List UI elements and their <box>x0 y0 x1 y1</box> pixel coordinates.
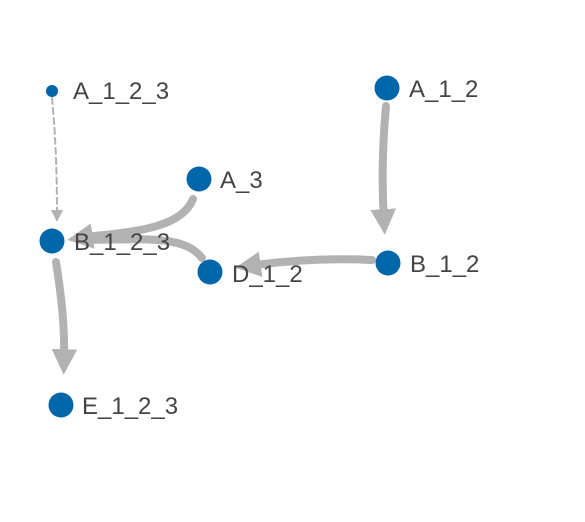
node-dot <box>374 75 400 101</box>
node-B_1_2_3[interactable]: B_1_2_3 <box>39 228 171 257</box>
node-A_1_2_3[interactable]: A_1_2_3 <box>46 78 169 105</box>
node-dot <box>186 166 212 192</box>
node-dot <box>46 85 58 97</box>
edge-D_1_2-to-B_1_2_3 <box>80 235 206 262</box>
node-E_1_2_3[interactable]: E_1_2_3 <box>48 392 179 421</box>
node-dot <box>39 228 65 254</box>
node-label: B_1_2 <box>410 251 479 278</box>
node-label: A_1_2_3 <box>73 78 169 105</box>
edge-B_1_2-to-D_1_2 <box>235 251 376 277</box>
node-dot <box>48 392 74 418</box>
node-label: A_1_2 <box>409 76 478 103</box>
node-B_1_2[interactable]: B_1_2 <box>375 250 480 279</box>
node-dot <box>197 259 223 285</box>
node-label: D_1_2 <box>232 261 303 288</box>
node-dot <box>375 250 401 276</box>
edge-A_1_2_3-to-B_1_2_3 <box>50 97 63 222</box>
edge-A_1_2-to-B_1_2 <box>370 102 396 235</box>
node-A_3[interactable]: A_3 <box>186 166 263 195</box>
node-label: E_1_2_3 <box>82 393 178 420</box>
node-A_1_2[interactable]: A_1_2 <box>374 75 479 104</box>
node-label: B_1_2_3 <box>74 229 170 256</box>
node-D_1_2[interactable]: D_1_2 <box>197 259 303 289</box>
node-label: A_3 <box>220 167 263 194</box>
edge-B_1_2_3-to-E_1_2_3 <box>51 258 78 375</box>
